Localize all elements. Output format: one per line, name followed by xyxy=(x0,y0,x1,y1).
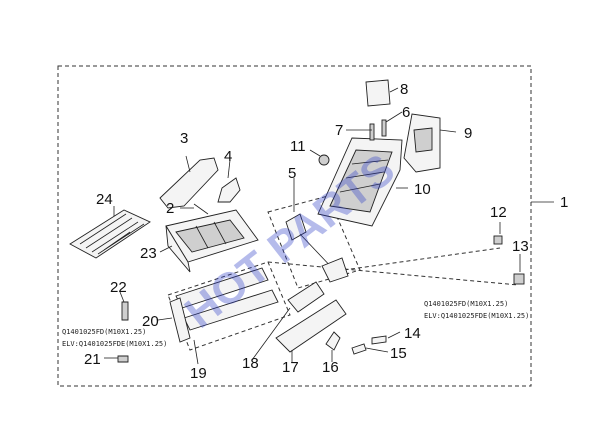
knob-11 xyxy=(318,154,330,166)
seat-back-board xyxy=(403,113,441,173)
recliner-mechanism xyxy=(285,213,349,283)
callout-2: 2 xyxy=(166,200,174,217)
bolt-22 xyxy=(121,301,129,321)
callout-23: 23 xyxy=(140,245,157,262)
assembly-boundary xyxy=(57,65,532,387)
bolt-21 xyxy=(117,355,129,363)
callout-22: 22 xyxy=(110,279,127,296)
callout-1: 1 xyxy=(560,194,568,211)
callout-10: 10 xyxy=(414,181,431,198)
seat-heater-pad xyxy=(69,209,151,259)
headrest-guide-6 xyxy=(381,119,387,137)
fastener-12-leader xyxy=(343,247,501,271)
callout-14: 14 xyxy=(404,325,421,342)
callout-8: 8 xyxy=(400,81,408,98)
callout-9: 9 xyxy=(464,125,472,142)
callout-5: 5 xyxy=(288,165,296,182)
height-adjuster xyxy=(287,281,325,313)
callout-24: 24 xyxy=(96,191,113,208)
spec-right-line2: ELV:Q1401025FDE(M10X1.25) xyxy=(424,312,529,320)
lever-14 xyxy=(371,335,387,345)
seat-cushion-frame xyxy=(165,209,259,273)
spec-left-line1: Q1401025FD(M10X1.25) xyxy=(62,328,146,336)
callout-16: 16 xyxy=(322,359,339,376)
headrest-guide-7 xyxy=(369,123,375,141)
callout-12: 12 xyxy=(490,204,507,221)
callout-7: 7 xyxy=(335,122,343,139)
seat-back xyxy=(317,137,403,227)
callout-20: 20 xyxy=(142,313,159,330)
headrest xyxy=(365,79,391,107)
callout-13: 13 xyxy=(512,238,529,255)
fastener-13-leader xyxy=(267,261,519,286)
side-trim-cover xyxy=(217,177,241,203)
callout-18: 18 xyxy=(242,355,259,372)
clip-12 xyxy=(493,235,503,245)
spec-left-line2: ELV:Q1401025FDE(M10X1.25) xyxy=(62,340,167,348)
spec-right-line1: Q1401025FD(M10X1.25) xyxy=(424,300,508,308)
callout-19: 19 xyxy=(190,365,207,382)
track-cover xyxy=(169,297,191,343)
callout-4: 4 xyxy=(224,148,232,165)
lever-15 xyxy=(351,343,367,355)
callout-15: 15 xyxy=(390,345,407,362)
callout-6: 6 xyxy=(402,104,410,121)
screw-2 xyxy=(193,203,209,215)
callout-21: 21 xyxy=(84,351,101,368)
callout-11: 11 xyxy=(290,138,306,155)
lower-side-shield xyxy=(275,299,347,353)
seat-side-shield xyxy=(159,157,219,209)
seat-track-assembly xyxy=(175,267,279,331)
callout-3: 3 xyxy=(180,130,188,147)
clip-13 xyxy=(513,273,525,285)
knob-cap xyxy=(325,331,341,351)
callout-17: 17 xyxy=(282,359,299,376)
callout-leaders xyxy=(104,87,521,365)
